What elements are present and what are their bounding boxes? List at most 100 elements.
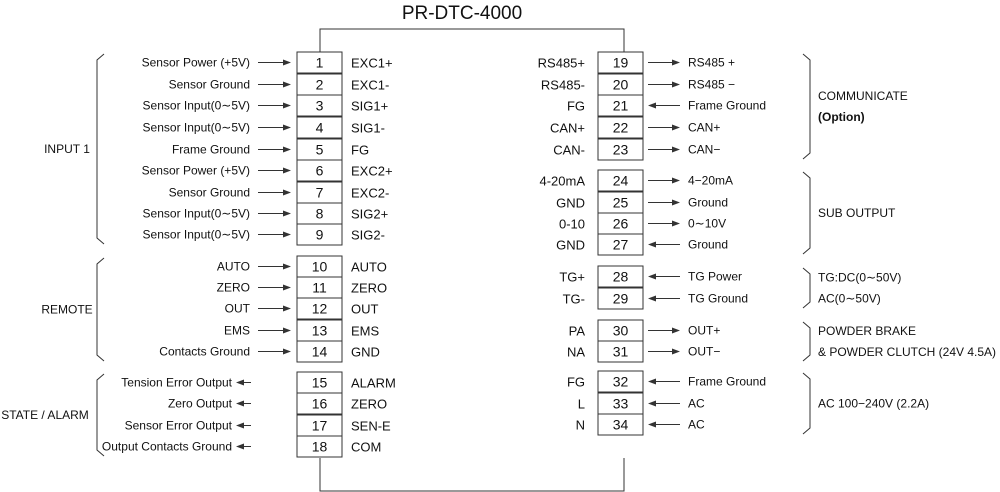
output-arrow xyxy=(648,81,680,88)
terminal-number: 11 xyxy=(312,280,327,296)
output-arrow xyxy=(648,348,680,355)
terminal-box xyxy=(597,265,644,288)
group-label: STATE / ALARM xyxy=(1,408,89,422)
terminal-number: 22 xyxy=(613,120,629,136)
terminal-box xyxy=(597,340,644,363)
terminal-signal: 0-10 xyxy=(559,217,585,232)
terminal-number: 14 xyxy=(312,344,328,360)
terminal-box xyxy=(296,340,343,363)
right-terminal-row: 30 PA OUT+ xyxy=(569,319,720,342)
terminal-number: 18 xyxy=(312,439,328,455)
terminal-description: TG Ground xyxy=(688,292,748,306)
left-group: INPUT 1 xyxy=(44,53,105,245)
terminal-signal: ZERO xyxy=(351,281,387,296)
terminal-description: OUT+ xyxy=(688,324,720,338)
input-arrow xyxy=(648,400,680,407)
terminal-number: 30 xyxy=(613,323,629,339)
terminal-description: TG Power xyxy=(688,270,742,284)
diagram-title: PR-DTC-4000 xyxy=(402,3,522,24)
terminal-description: RS485 − xyxy=(688,78,735,92)
terminal-number: 9 xyxy=(316,227,324,243)
terminal-box xyxy=(597,138,644,161)
input-arrow xyxy=(648,295,680,302)
terminal-box xyxy=(296,116,343,139)
terminal-box xyxy=(296,297,343,320)
right-group: COMMUNICATE(Option) xyxy=(802,53,908,160)
terminal-number: 33 xyxy=(613,396,629,412)
terminal-number: 21 xyxy=(613,98,629,114)
input-arrow xyxy=(648,378,680,385)
terminal-description: CAN− xyxy=(688,143,720,157)
terminal-description: AUTO xyxy=(217,260,250,274)
terminal-description: Tension Error Output xyxy=(121,376,232,390)
terminal-number: 26 xyxy=(613,216,629,232)
terminal-description: Ground xyxy=(688,238,728,252)
terminal-number: 34 xyxy=(613,417,629,433)
terminal-description: Ground xyxy=(688,196,728,210)
terminal-number: 27 xyxy=(613,237,629,253)
terminal-signal: SIG1- xyxy=(351,121,385,136)
group-label: INPUT 1 xyxy=(44,142,90,156)
terminal-signal: SIG1+ xyxy=(351,99,388,114)
output-arrow xyxy=(648,327,680,334)
terminal-number: 10 xyxy=(312,259,328,275)
terminal-signal: ALARM xyxy=(351,376,396,391)
terminal-signal: TG- xyxy=(563,292,585,307)
terminal-description: Sensor Ground xyxy=(169,78,250,92)
input-arrow xyxy=(258,102,291,109)
terminal-box xyxy=(597,413,644,436)
terminal-box xyxy=(597,94,644,117)
right-group: TG:DC(0∼50V)AC(0∼50V) xyxy=(802,267,901,309)
terminal-number: 3 xyxy=(316,98,324,114)
terminal-signal: EXC2+ xyxy=(351,164,393,179)
input-arrow xyxy=(648,241,680,248)
right-group-labels: COMMUNICATE(Option) SUB OUTPUT TG:DC(0∼50V… xyxy=(802,53,996,435)
output-arrow xyxy=(648,124,680,131)
terminal-signal: AUTO xyxy=(351,260,387,275)
terminal-number: 15 xyxy=(312,375,328,391)
terminal-description: Sensor Input(0∼5V) xyxy=(143,99,250,113)
terminal-description: Frame Ground xyxy=(172,143,250,157)
left-terminal-row: 10 AUTO AUTO xyxy=(217,255,387,278)
input-arrow xyxy=(258,348,291,355)
terminal-number: 29 xyxy=(613,291,629,307)
group-bracket xyxy=(802,267,811,309)
terminal-signal: L xyxy=(578,397,585,412)
right-group: SUB OUTPUT xyxy=(802,171,896,255)
terminal-number: 25 xyxy=(613,195,629,211)
terminal-number: 2 xyxy=(316,77,324,93)
input-arrow xyxy=(258,210,291,217)
terminal-box xyxy=(597,370,644,393)
output-arrow xyxy=(648,59,680,66)
terminal-box xyxy=(597,233,644,256)
terminal-signal: ZERO xyxy=(351,397,387,412)
controller-housing xyxy=(319,28,625,492)
terminal-signal: GND xyxy=(351,345,380,360)
terminal-description: Sensor Ground xyxy=(169,186,250,200)
terminal-box xyxy=(296,159,343,182)
output-arrow xyxy=(236,379,251,386)
terminal-box xyxy=(296,223,343,246)
terminal-signal: PA xyxy=(569,324,586,339)
terminal-box xyxy=(597,169,644,192)
terminal-number: 4 xyxy=(316,120,324,136)
terminal-signal: N xyxy=(576,418,585,433)
group-bracket xyxy=(802,321,811,362)
terminal-description: 0∼10V xyxy=(688,217,726,231)
output-arrow xyxy=(236,422,251,429)
